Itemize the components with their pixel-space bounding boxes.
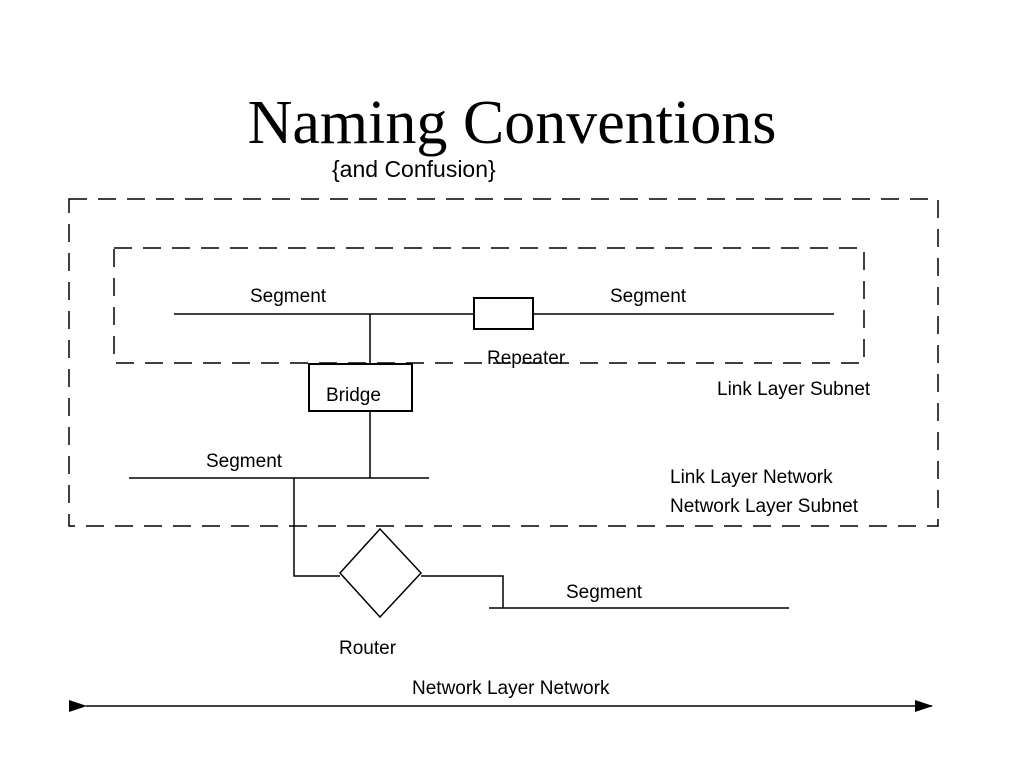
router-to-bottom-segment-line [421, 575, 504, 608]
network-layer-network-label: Network Layer Network [412, 678, 610, 699]
outer-dashed-boundary [68, 198, 939, 527]
link-layer-network-label: Link Layer Network [670, 467, 833, 488]
segment-middle-label: Segment [206, 451, 283, 472]
slide-title: Naming Conventions [247, 89, 777, 157]
segment-top-left-label: Segment [250, 286, 327, 307]
router-diamond [338, 527, 423, 619]
network-layer-subnet-label: Network Layer Subnet [670, 496, 859, 517]
router-label: Router [339, 638, 397, 659]
bridge-box [308, 363, 413, 412]
segment-top-right-label: Segment [610, 286, 687, 307]
link-layer-subnet-label: Link Layer Subnet [717, 379, 871, 400]
bridge-label: Bridge [326, 385, 381, 406]
slide-subtitle: {and Confusion} [332, 156, 496, 182]
middle-to-router-line [293, 478, 340, 577]
repeater-label: Repeater [487, 348, 566, 369]
repeater-box [473, 297, 534, 330]
segment-bottom-right-label: Segment [566, 582, 643, 603]
